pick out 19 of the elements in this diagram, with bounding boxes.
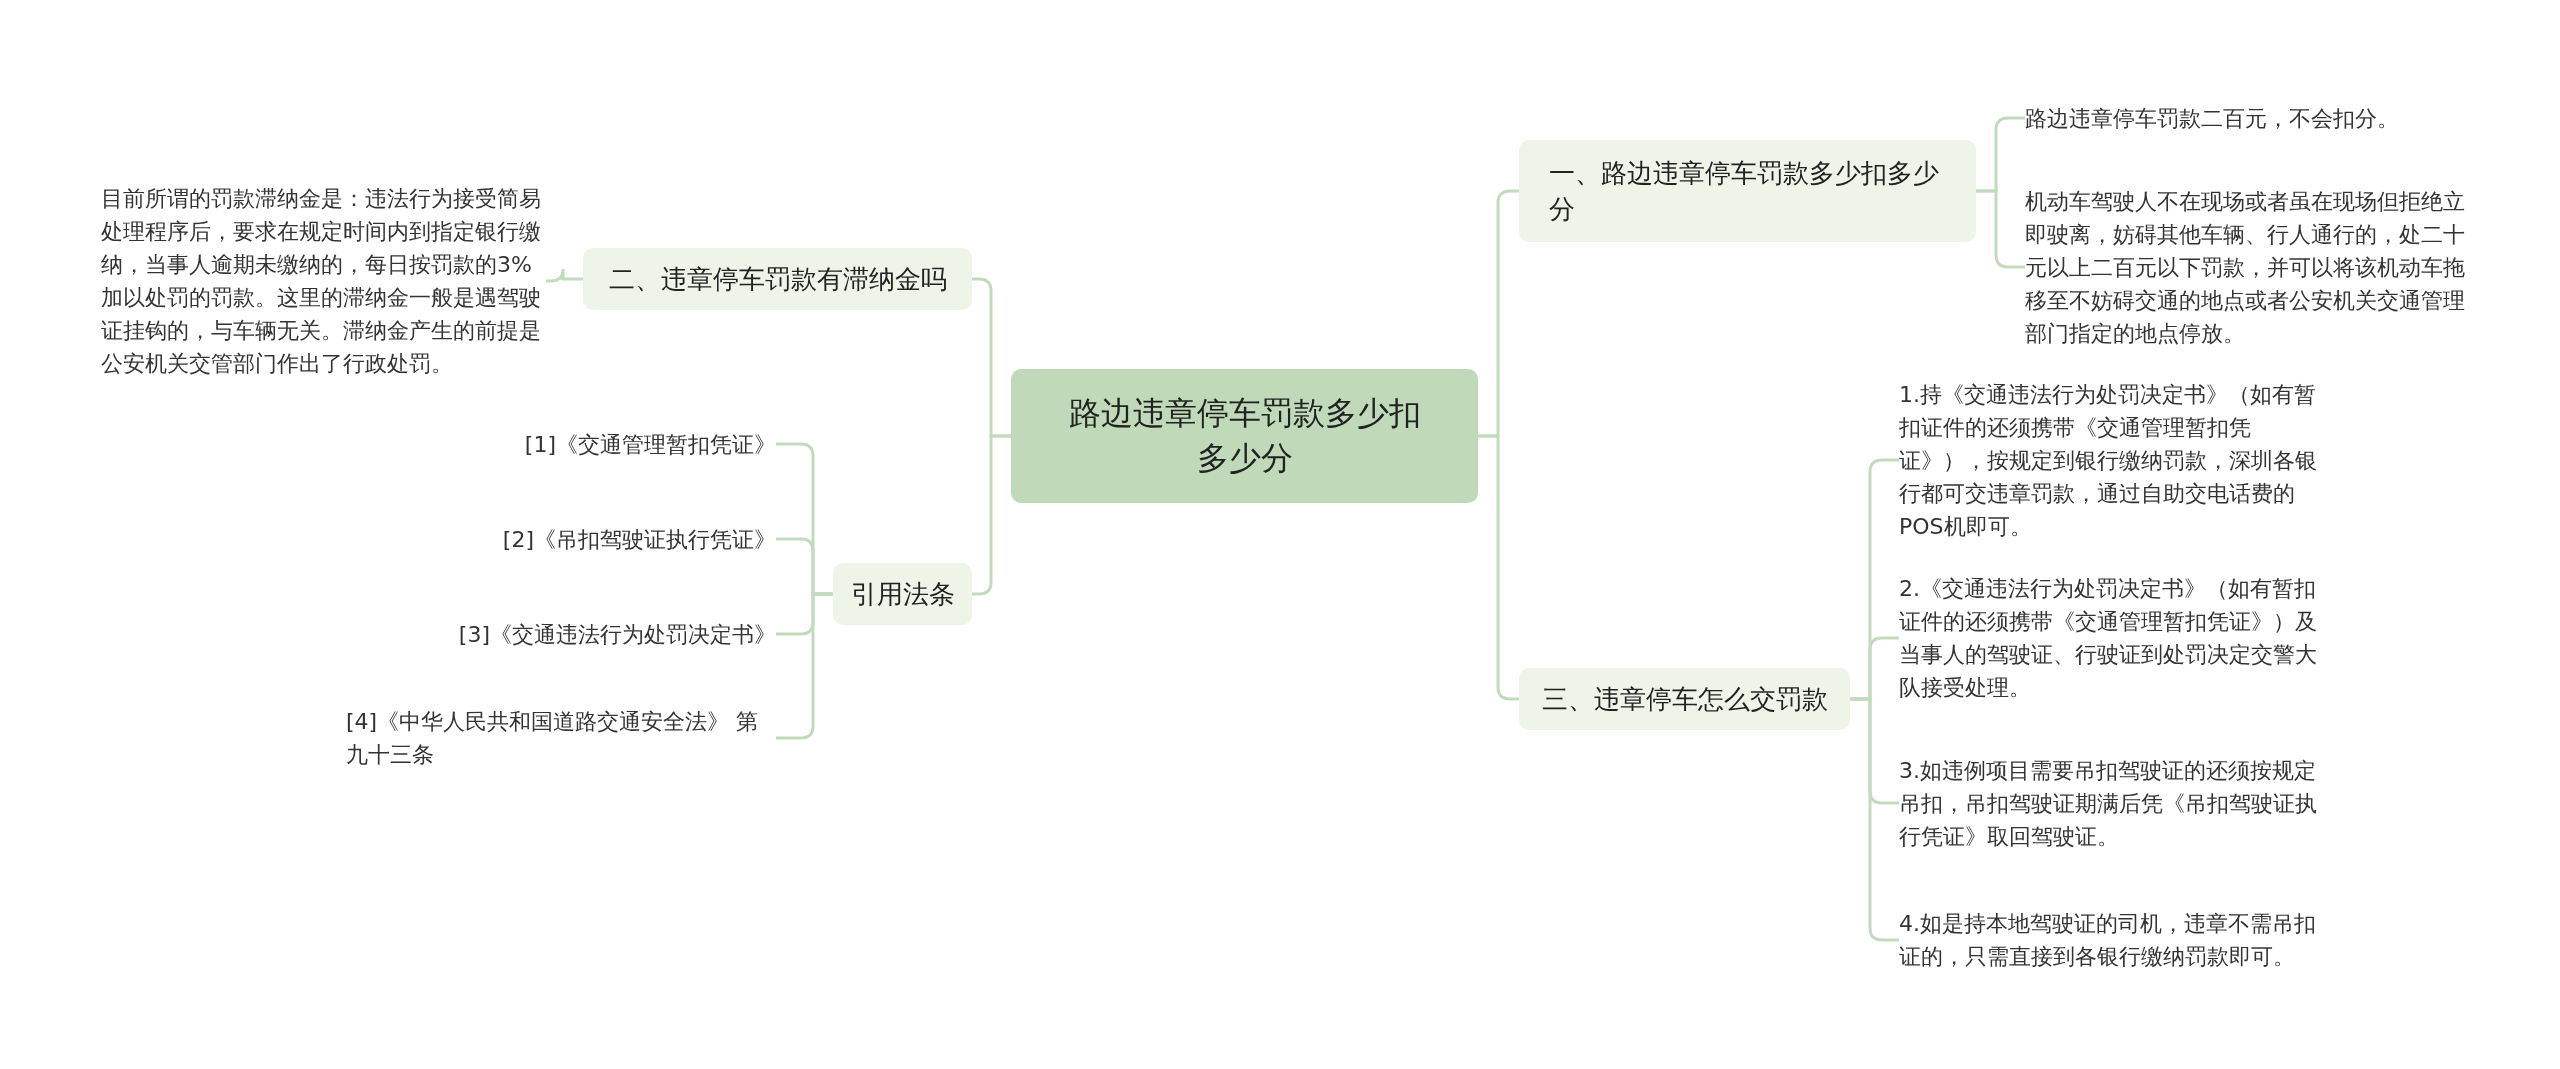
reference-text: [4]《中华人民共和国道路交通安全法》 第九十三条 — [346, 705, 776, 771]
detail-text: 机动车驾驶人不在现场或者虽在现场但拒绝立即驶离，妨碍其他车辆、行人通行的，处二十元以上二百元以下罚款，并可以将该机动车拖移至不妨碍交通的地点或者公安机关交通管理部门指定的地点停放。 — [2025, 184, 2470, 350]
detail-text: 2.《交通违法行为处罚决定书》（如有暂扣证件的还须携带《交通管理暂扣凭证》）及当事人的驾驶证、行驶证到处罚决定交警大队接受处理。 — [1899, 572, 2331, 704]
topic-box: 二、违章停车罚款有滞纳金吗 — [583, 248, 972, 310]
topic-box: 一、路边违章停车罚款多少扣多少分 — [1519, 140, 1976, 242]
reference-text: [1]《交通管理暂扣凭证》 — [346, 427, 776, 461]
detail-text: 4.如是持本地驾驶证的司机，违章不需吊扣证的，只需直接到各银行缴纳罚款即可。 — [1899, 907, 2331, 973]
detail-text: 路边违章停车罚款二百元，不会扣分。 — [2025, 101, 2470, 135]
connector-line — [546, 267, 583, 283]
reference-text: [2]《吊扣驾驶证执行凭证》 — [346, 522, 776, 556]
topic-box: 引用法条 — [833, 563, 972, 625]
detail-text: 1.持《交通违法行为处罚决定书》（如有暂扣证件的还须携带《交通管理暂扣凭证》），按规定到银行缴纳罚款，深圳各银行都可交违章罚款，通过自助交电话费的POS机即可。 — [1899, 377, 2331, 543]
connector-line — [1478, 434, 1519, 701]
detail-text: 3.如违例项目需要吊扣驾驶证的还须按规定吊扣，吊扣驾驶证期满后凭《吊扣驾驶证执行凭证》取回驾驶证。 — [1899, 753, 2331, 853]
topic-box: 三、违章停车怎么交罚款 — [1519, 668, 1850, 730]
detail-text: 目前所谓的罚款滞纳金是：违法行为接受简易处理程序后，要求在规定时间内到指定银行缴纳，当事人逾期未缴纳的，每日按罚款的3%加以处罚的罚款。这里的滞纳金一般是遇驾驶证挂钩的，与车辆无关。滞纳金产生的前提是公安机关交管部门作出了行政处罚。 — [101, 182, 546, 380]
central-topic-box: 路边违章停车罚款多少扣多少分 — [1011, 369, 1478, 503]
connector-line — [972, 434, 1011, 596]
reference-text: [3]《交通违法行为处罚决定书》 — [346, 617, 776, 651]
